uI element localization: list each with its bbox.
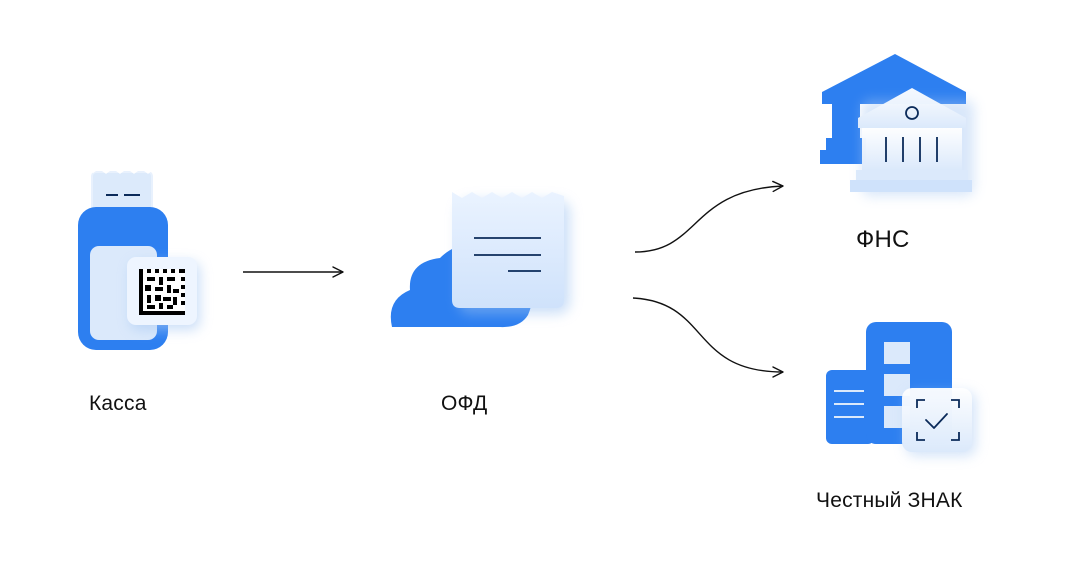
ofd-label: ОФД xyxy=(441,392,488,415)
cash-register-icon xyxy=(78,165,200,350)
arrow-ofd-to-fns xyxy=(634,180,784,253)
cloud-receipt-icon xyxy=(390,192,570,328)
tax-office-building-icon xyxy=(820,54,974,196)
fns-label: ФНС xyxy=(856,226,910,253)
chestny-znak-label: Честный ЗНАК xyxy=(816,489,963,512)
datamatrix-code xyxy=(139,269,185,315)
marking-building-check-icon xyxy=(826,322,976,456)
arrow-ofd-to-znak xyxy=(632,297,784,378)
kassa-label: Касса xyxy=(89,392,147,415)
